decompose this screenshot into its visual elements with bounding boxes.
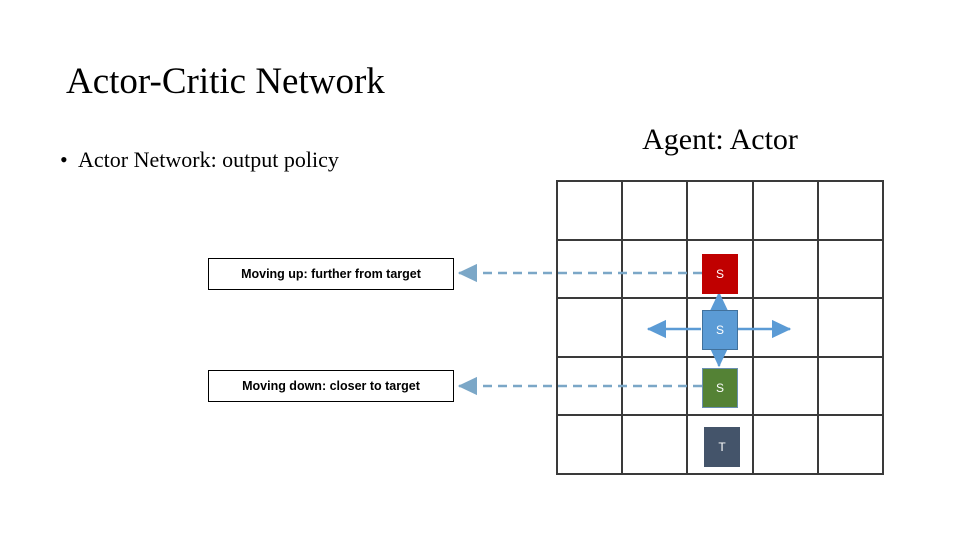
grid-cell-r3c4: [753, 299, 819, 358]
token-up-red: S: [702, 254, 738, 294]
grid-cell-r1c2: [623, 182, 689, 241]
token-target: T: [704, 427, 740, 467]
grid-cell-r3c5: [818, 299, 884, 358]
grid-cell-r2c1: [558, 240, 624, 300]
grid-cell-r2c2: [623, 240, 689, 300]
grid-cell-r4c3: [688, 357, 754, 417]
page-title: Actor-Critic Network: [66, 61, 385, 102]
grid-cell-r1c5: [818, 182, 884, 241]
grid-cell-r1c3: [688, 182, 754, 241]
bullet-item-label: Actor Network: output policy: [78, 147, 339, 172]
grid-cell-r4c2: [623, 357, 689, 417]
grid-cell-r5c1: [558, 416, 624, 475]
grid-cell-r5c2: [623, 416, 689, 475]
token-down-green: S: [702, 368, 738, 408]
grid-cell-r2c4: [753, 240, 819, 300]
agent-heading: Agent: Actor: [642, 123, 798, 156]
grid-cell-r5c4: [753, 416, 819, 475]
grid-cell-r3c1: [558, 299, 624, 358]
bullet-marker: •: [60, 147, 68, 172]
grid-cell-r1c4: [753, 182, 819, 241]
token-current-blue: S: [702, 310, 738, 350]
grid-cell-r5c5: [818, 416, 884, 475]
grid-cell-r2c5: [818, 240, 884, 300]
grid-cell-r4c1: [558, 357, 624, 417]
bullet-item: • Actor Network: output policy: [60, 146, 339, 174]
grid-cell-r4c5: [818, 357, 884, 417]
label-box-moving-up: Moving up: further from target: [208, 258, 454, 290]
label-box-moving-down: Moving down: closer to target: [208, 370, 454, 402]
grid-cell-r5c3: [688, 416, 754, 475]
grid-cell-r1c1: [558, 182, 624, 241]
grid-cell-r3c2: [623, 299, 689, 358]
grid-cell-r4c4: [753, 357, 819, 417]
